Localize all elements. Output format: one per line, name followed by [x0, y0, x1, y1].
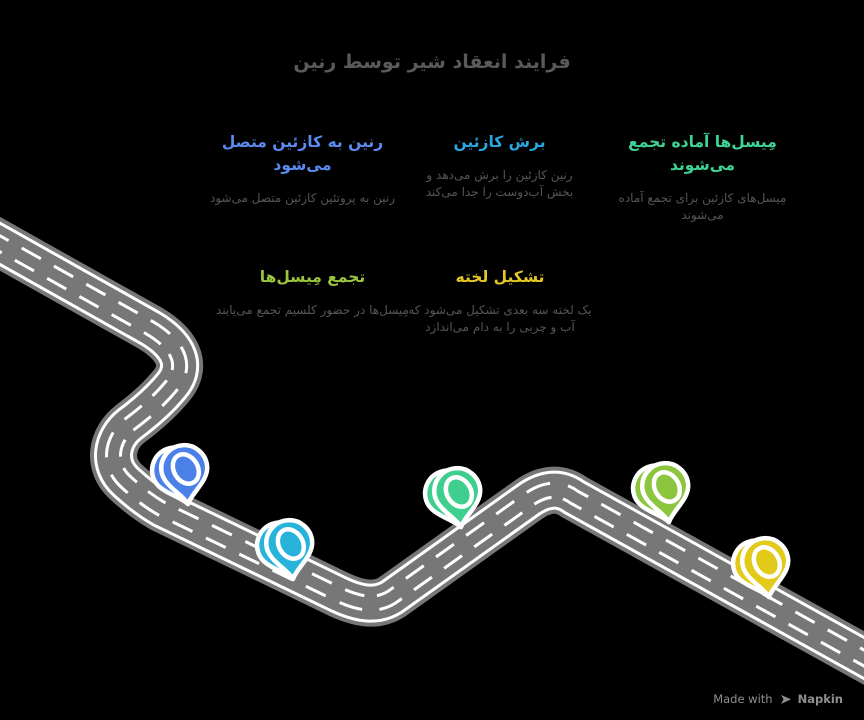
page-title: فرایند انعقاد شیر توسط رنین — [293, 51, 571, 73]
step1-heading: رنین به کازئین متصل می‌شود — [221, 133, 384, 174]
step4-body: مِیسل‌ها در حضور کلسیم تجمع می‌یابند — [216, 303, 409, 317]
napkin-logo-icon — [780, 694, 791, 704]
step5-heading: تشکیل لخته — [455, 268, 545, 286]
step4-heading: تجمع مِیسل‌ها — [259, 268, 366, 286]
watermark-brand: Napkin — [797, 692, 843, 706]
watermark-prefix: Made with — [713, 692, 773, 706]
step-block-micelles-ready: مِیسل‌ها آماده تجمع می‌شوند مِیسل‌های کا… — [605, 131, 800, 224]
step-block-clot-formation: تشکیل لخته یک لخته سه بعدی تشکیل می‌شود … — [405, 266, 595, 336]
step2-heading: برش کازئین — [453, 133, 546, 151]
step-block-casein-cut: برش کازئین رنین کازئین را برش می‌دهد و ب… — [412, 131, 587, 201]
step5-body: یک لخته سه بعدی تشکیل می‌شود که آب و چرب… — [408, 303, 592, 334]
step3-heading: مِیسل‌ها آماده تجمع می‌شوند — [628, 133, 777, 174]
step1-body: رنین به پروتئین کازئین متصل می‌شود — [209, 191, 396, 205]
step2-body: رنین کازئین را برش می‌دهد و بخش آب‌دوست … — [425, 168, 574, 199]
step-block-rennin-binds: رنین به کازئین متصل می‌شود رنین به پروتئ… — [205, 131, 400, 207]
step-block-micelle-aggregation: تجمع مِیسل‌ها مِیسل‌ها در حضور کلسیم تجم… — [215, 266, 410, 319]
made-with-napkin-watermark[interactable]: Made with Napkin — [713, 692, 843, 706]
step3-body: مِیسل‌های کازئین برای تجمع آماده می‌شوند — [618, 191, 787, 222]
